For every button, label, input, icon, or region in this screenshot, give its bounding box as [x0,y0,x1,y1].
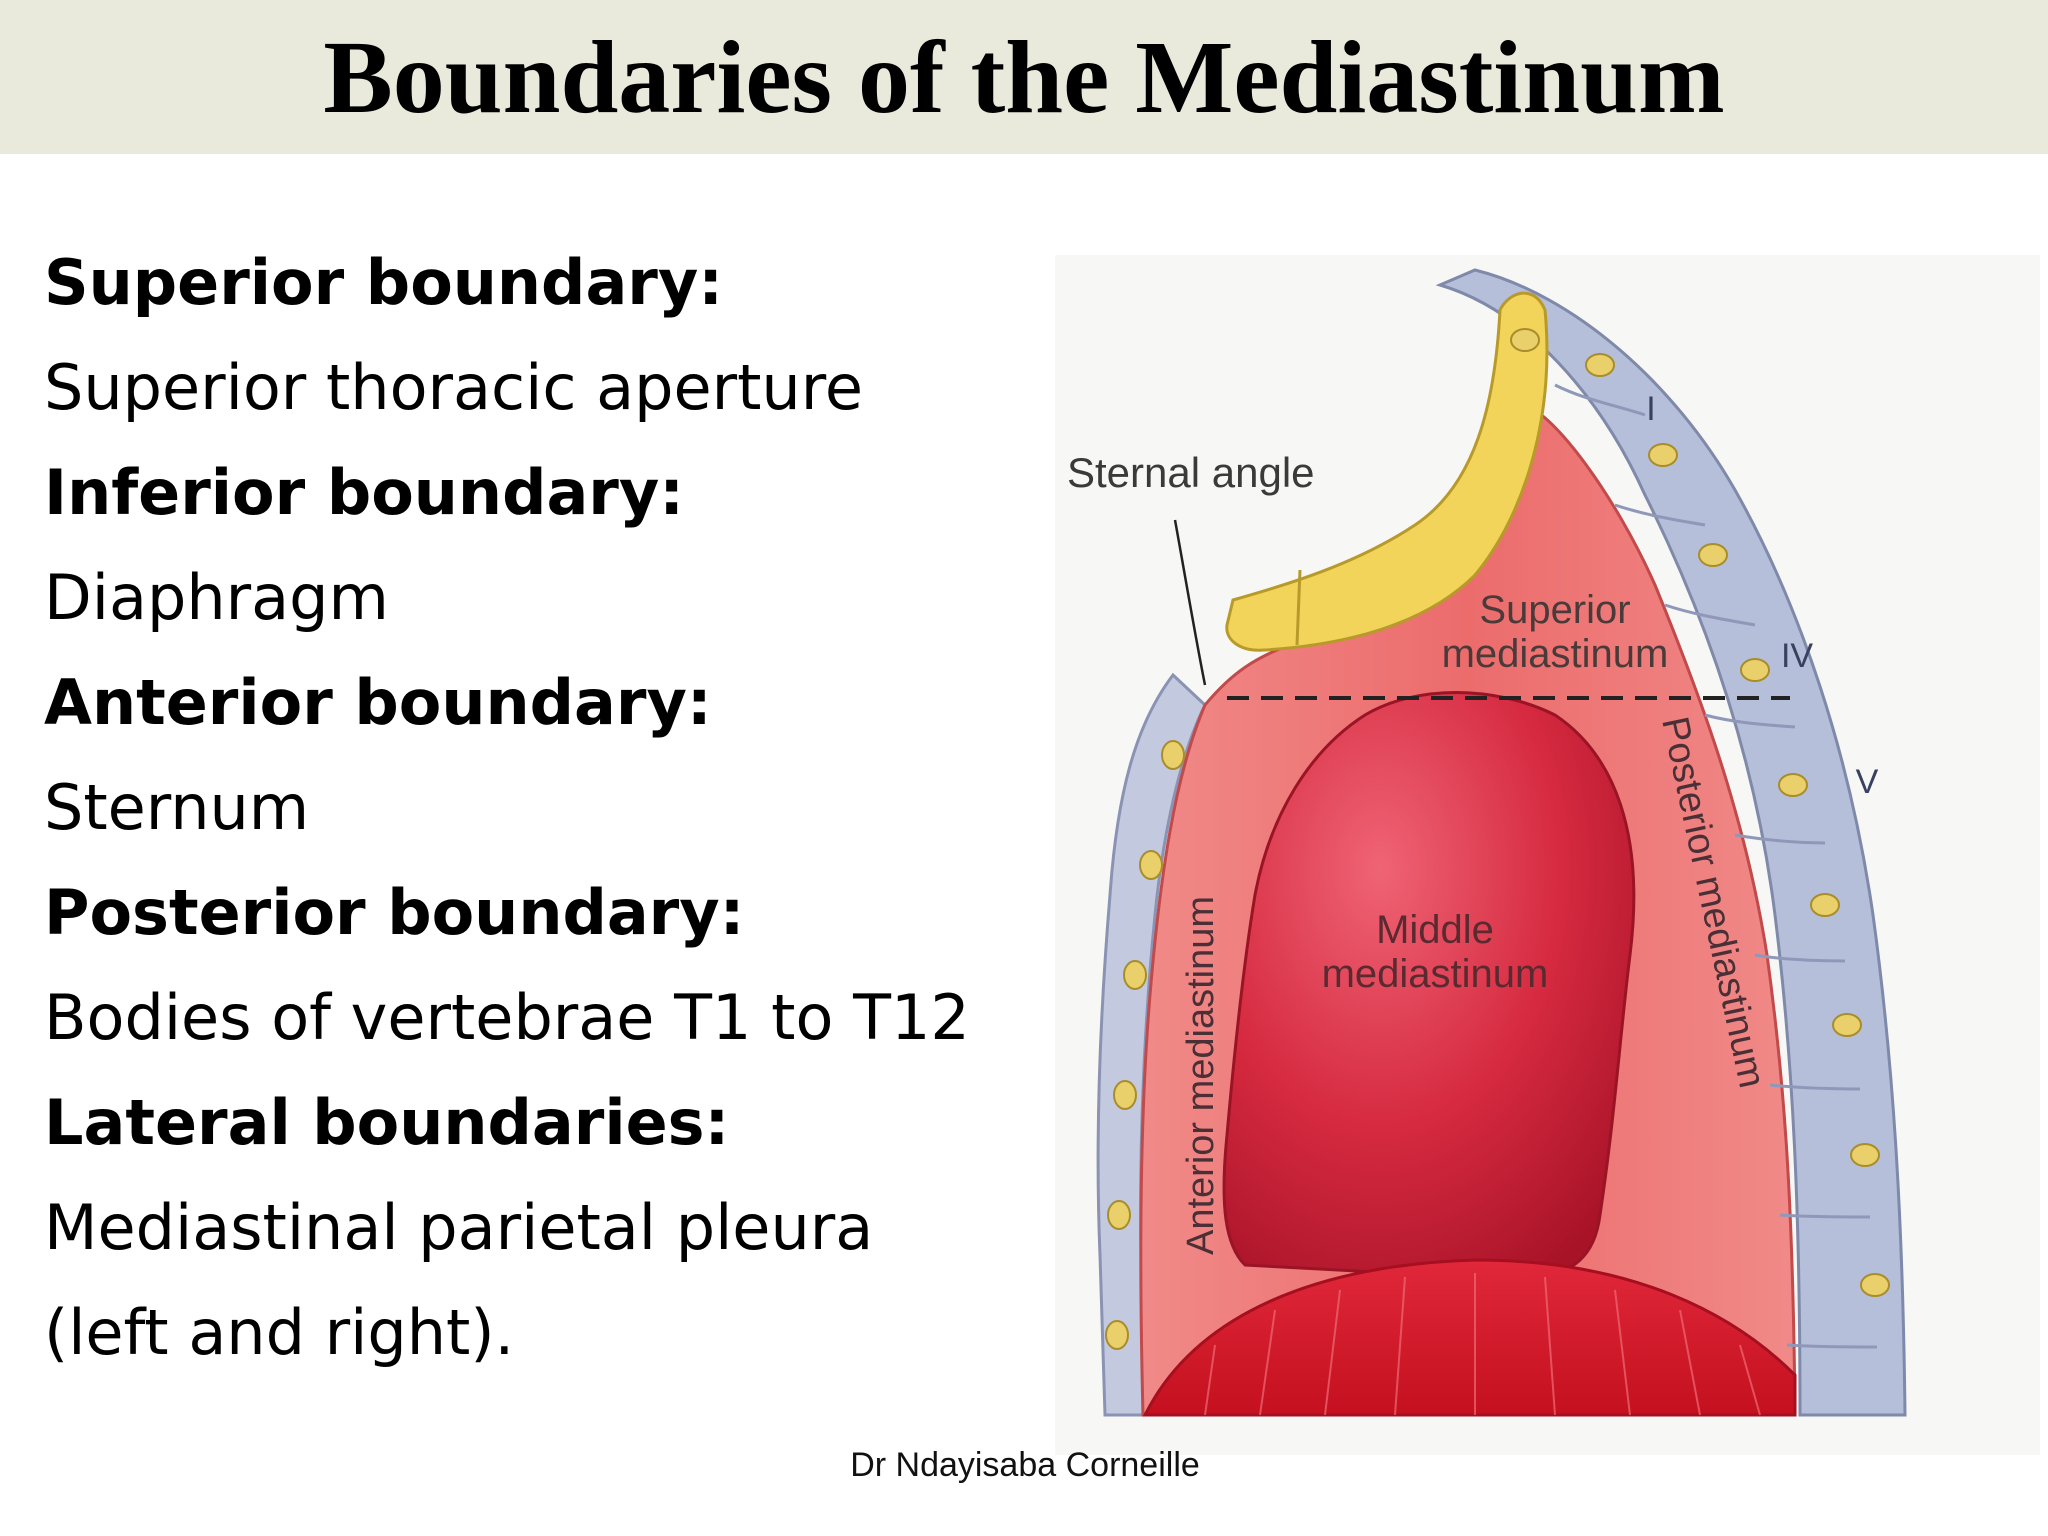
anterior-mediastinum-label: Anterior mediastinum [1180,896,1222,1255]
mediastinum-figure: Sternal angle Superior mediastinum Middl… [1055,255,2040,1455]
sternal-angle-leader [1173,519,1207,686]
author-credit: Dr Ndayisaba Corneille [850,1446,1200,1484]
title-bar [0,0,2048,154]
heart [1222,691,1636,1282]
anterior-rib-nodules [1105,740,1185,1350]
manubrium-joint [1295,569,1302,646]
lateral-boundaries-text: Mediastinal parietal pleura [44,1191,874,1264]
anterior-boundary-heading: Anterior boundary: [44,666,712,739]
sternum [1225,291,1549,652]
diaphragm [1142,1258,1797,1417]
boundary-list: Superior boundary: Superior thoracic ape… [44,230,1044,1385]
lateral-boundaries-heading: Lateral boundaries: [44,1086,730,1159]
vertebra-i-label: I [1646,390,1655,428]
anterior-boundary-text: Sternum [44,771,310,844]
vertebra-separators [1554,383,1878,1349]
sternal-angle-label: Sternal angle [1067,449,1315,496]
superior-mediastinum-label-line1: Superior [1479,588,1630,632]
superior-boundary-heading: Superior boundary: [44,246,724,319]
vertebra-v-label: V [1856,763,1879,801]
posterior-boundary-text: Bodies of vertebrae T1 to T12 [44,981,970,1054]
middle-mediastinum-label-line1: Middle [1376,908,1494,952]
lateral-boundaries-text-cont: (left and right). [44,1296,515,1369]
anterior-wall [1096,672,1207,1417]
slide-title: Boundaries of the Mediastinum [323,20,1725,135]
superior-mediastinum-label-line2: mediastinum [1442,632,1669,676]
diaphragm-striations [1204,1273,1761,1416]
posterior-boundary-heading: Posterior boundary: [44,876,745,949]
inferior-boundary-heading: Inferior boundary: [44,456,685,529]
superior-boundary-text: Superior thoracic aperture [44,351,863,424]
middle-mediastinum-label-line2: mediastinum [1322,952,1549,996]
mediastinum-diagram: Sternal angle Superior mediastinum Middl… [1055,255,2040,1455]
posterior-rib-nodules [1510,328,1890,1297]
inferior-boundary-text: Diaphragm [44,561,389,634]
vertebra-iv-label: IV [1781,637,1813,675]
